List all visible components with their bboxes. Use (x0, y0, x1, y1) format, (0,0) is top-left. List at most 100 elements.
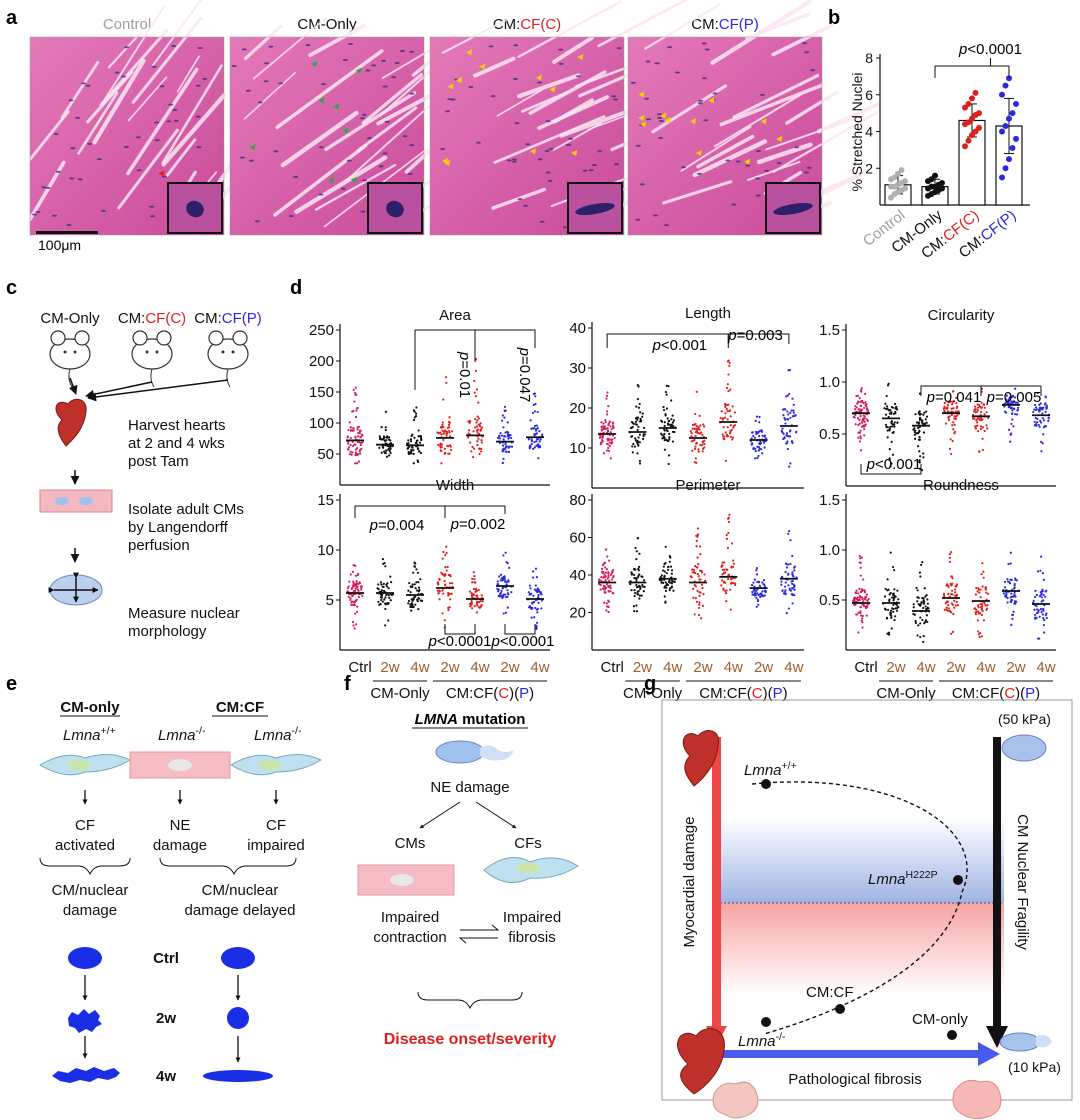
data-point (605, 568, 609, 571)
data-point (696, 527, 700, 530)
data-point (699, 578, 702, 581)
y-tick-label: 1.5 (819, 492, 840, 509)
data-point (919, 455, 922, 458)
data-point (412, 449, 415, 452)
nucleus (667, 46, 673, 49)
data-point (355, 409, 358, 412)
data-point (501, 444, 505, 447)
data-point (1045, 404, 1048, 407)
data-point (665, 393, 668, 396)
data-point (727, 389, 730, 393)
data-point (701, 433, 704, 436)
data-point (630, 435, 633, 438)
data-point (387, 594, 390, 597)
group-label-cm-only: CM-Only (370, 685, 430, 702)
data-point (999, 91, 1005, 98)
data-point (855, 394, 858, 398)
data-point (852, 603, 856, 606)
data-point (354, 453, 357, 457)
data-point (476, 431, 479, 434)
data-point (633, 610, 636, 613)
data-point (976, 619, 980, 622)
data-point (351, 594, 354, 598)
step-text: post Tam (128, 453, 189, 470)
data-point (506, 606, 509, 609)
data-point (534, 402, 537, 406)
data-point (382, 438, 385, 441)
data-point (636, 384, 639, 387)
data-point (415, 439, 418, 443)
nucleus (645, 60, 651, 63)
data-point (1038, 425, 1041, 428)
group-label-cm-cf: CM:CF(C)(P) (699, 685, 787, 702)
arrowhead-marker (355, 67, 362, 74)
data-point (866, 606, 869, 609)
data-point (1013, 602, 1016, 605)
data-point (385, 449, 388, 452)
data-point (722, 426, 725, 429)
data-point (611, 591, 614, 595)
data-point (759, 440, 762, 443)
data-point (409, 440, 413, 443)
tissue-gap (493, 115, 606, 164)
data-point (479, 450, 483, 453)
data-point (974, 613, 978, 616)
p-value-annotation: p=0.003 (727, 327, 783, 344)
data-point (606, 583, 609, 586)
data-point (751, 590, 754, 594)
data-point (663, 432, 666, 436)
nucleus (440, 147, 446, 150)
data-point (783, 585, 787, 588)
data-point (893, 421, 896, 424)
data-point (535, 444, 538, 447)
data-point (608, 559, 611, 562)
data-point (633, 567, 636, 571)
nucleus (513, 44, 519, 47)
p-value-annotation: p=0.002 (450, 516, 506, 533)
data-point (388, 454, 391, 457)
data-point (758, 447, 761, 450)
data-point (977, 612, 980, 615)
data-point (922, 413, 925, 416)
data-point (1037, 637, 1040, 640)
label-cm-cf: CM:CF (806, 984, 854, 1001)
tissue-gap (756, 142, 813, 165)
data-point (356, 406, 359, 410)
data-point (918, 416, 922, 419)
point-lmna-wt (761, 779, 771, 789)
data-point (477, 423, 480, 426)
data-point (947, 607, 950, 610)
data-point (356, 605, 359, 608)
nucleus (591, 164, 597, 167)
data-point (918, 460, 921, 463)
data-point (409, 438, 413, 441)
data-point (892, 594, 895, 597)
data-point (504, 431, 507, 434)
data-point (354, 574, 357, 577)
data-point (602, 452, 606, 455)
data-point (349, 450, 352, 453)
data-point (783, 416, 786, 420)
data-point (986, 427, 989, 430)
data-point (535, 424, 539, 427)
data-point (724, 591, 728, 595)
data-point (1005, 394, 1008, 397)
data-point (891, 431, 894, 434)
nucleus (468, 85, 474, 88)
data-point (791, 602, 794, 605)
mouse-group-label: CM-Only (40, 310, 100, 327)
data-point (701, 604, 705, 607)
data-point (855, 406, 858, 409)
mouse-eye (231, 350, 235, 354)
nucleus-shape-2w-left (68, 1009, 102, 1033)
data-point (448, 421, 451, 424)
data-point (506, 589, 509, 592)
nucleus (630, 81, 636, 84)
data-point (630, 573, 633, 576)
data-point (468, 590, 471, 593)
data-point (355, 623, 358, 626)
nucleus (318, 146, 324, 149)
data-point (893, 568, 896, 572)
data-point (356, 426, 359, 429)
data-point (981, 609, 984, 613)
